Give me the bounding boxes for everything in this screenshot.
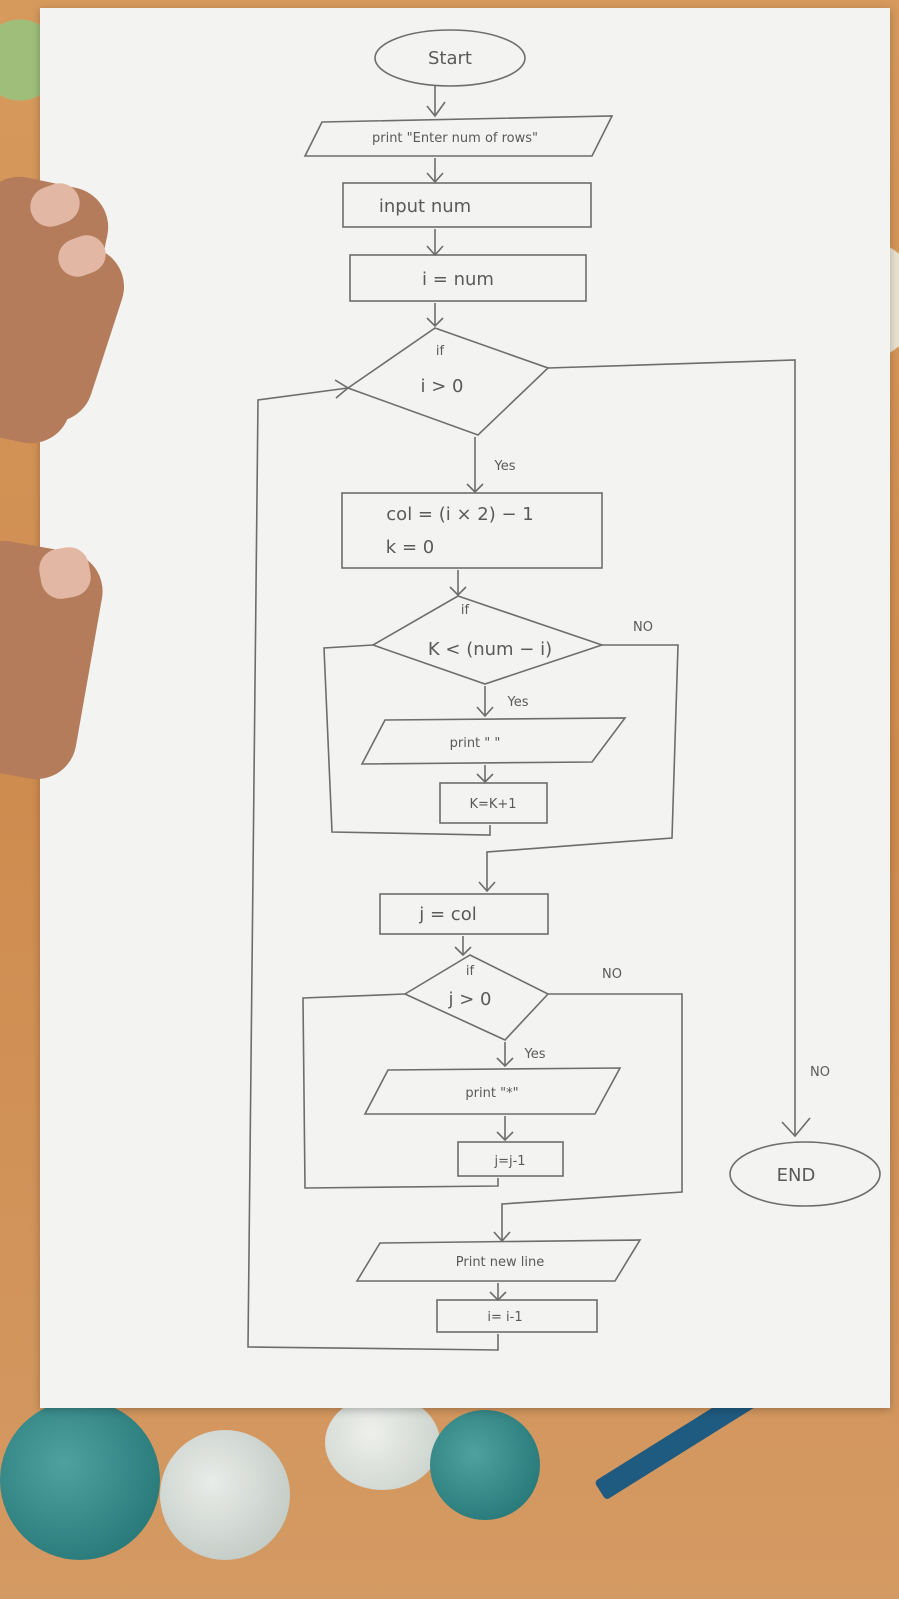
arrow-head bbox=[454, 946, 472, 957]
arrow-head bbox=[496, 1131, 514, 1142]
k-no-path bbox=[486, 644, 679, 890]
j-no-label: NO bbox=[602, 967, 622, 982]
bead-decoration bbox=[430, 1410, 540, 1520]
outer-if-label: if bbox=[436, 344, 445, 359]
k-increment-box bbox=[439, 782, 548, 824]
end-label: END bbox=[777, 1165, 816, 1186]
outer-loop-back bbox=[247, 387, 499, 1351]
j-decrement-box bbox=[457, 1141, 564, 1177]
start-terminal bbox=[374, 29, 526, 87]
print-newline-io bbox=[355, 1239, 642, 1282]
arrow-head bbox=[449, 586, 467, 597]
notebook-page bbox=[40, 8, 890, 1408]
j-yes-label: Yes bbox=[524, 1047, 546, 1062]
end-terminal bbox=[729, 1141, 881, 1207]
print-space-label: print " " bbox=[450, 736, 501, 751]
j-decision bbox=[403, 954, 550, 1041]
print-prompt-io bbox=[303, 115, 614, 157]
j-assign-box bbox=[379, 893, 549, 935]
arrow-head bbox=[476, 773, 494, 784]
init-i-box bbox=[349, 254, 587, 302]
init-i-label: i = num bbox=[422, 269, 494, 290]
j-cond-label: j > 0 bbox=[448, 989, 492, 1010]
print-star-label: print "*" bbox=[465, 1086, 518, 1101]
k-decision bbox=[371, 595, 605, 685]
arrow-head bbox=[478, 881, 496, 893]
i-decrement-label: i= i-1 bbox=[487, 1310, 522, 1325]
outer-decision bbox=[346, 327, 550, 436]
j-loop-back bbox=[302, 993, 499, 1189]
j-if-label: if bbox=[466, 964, 475, 979]
bead-decoration bbox=[0, 1400, 160, 1560]
yes-outer-label: Yes bbox=[494, 459, 516, 474]
i-decrement-box bbox=[436, 1299, 598, 1333]
k-cond-label: K < (num − i) bbox=[428, 639, 552, 660]
col-k-box bbox=[341, 492, 603, 569]
k-no-label: NO bbox=[633, 620, 653, 635]
j-assign-label: j = col bbox=[418, 904, 476, 925]
col-assign-label: col = (i × 2) − 1 bbox=[386, 504, 533, 525]
k-loop-back bbox=[323, 644, 491, 836]
arrow-head bbox=[426, 101, 446, 118]
arrow-head bbox=[466, 483, 484, 494]
print-star-io bbox=[363, 1067, 622, 1115]
j-decrement-label: j=j-1 bbox=[493, 1154, 525, 1169]
arrow-head bbox=[781, 1117, 811, 1138]
arrow-head bbox=[334, 379, 350, 399]
start-label: Start bbox=[428, 48, 472, 69]
k-if-label: if bbox=[461, 603, 470, 618]
outer-no-path bbox=[547, 359, 796, 1135]
arrow-head bbox=[476, 706, 494, 718]
print-newline-label: Print new line bbox=[456, 1255, 545, 1270]
arrow-head bbox=[496, 1057, 514, 1068]
bead-decoration bbox=[325, 1395, 440, 1490]
k-yes-label: Yes bbox=[507, 695, 529, 710]
j-no-path bbox=[501, 993, 683, 1240]
arrow-head bbox=[426, 172, 444, 184]
input-num-box bbox=[342, 182, 592, 228]
print-space-io bbox=[360, 717, 627, 765]
outer-no-label: NO bbox=[810, 1065, 830, 1080]
k-increment-label: K=K+1 bbox=[469, 797, 516, 812]
input-num-label: input num bbox=[379, 196, 471, 217]
k-assign-label: k = 0 bbox=[386, 537, 434, 558]
print-prompt-label: print "Enter num of rows" bbox=[372, 131, 538, 146]
arrow-head bbox=[426, 317, 444, 328]
outer-cond-label: i > 0 bbox=[421, 376, 464, 397]
bead-decoration bbox=[160, 1430, 290, 1560]
